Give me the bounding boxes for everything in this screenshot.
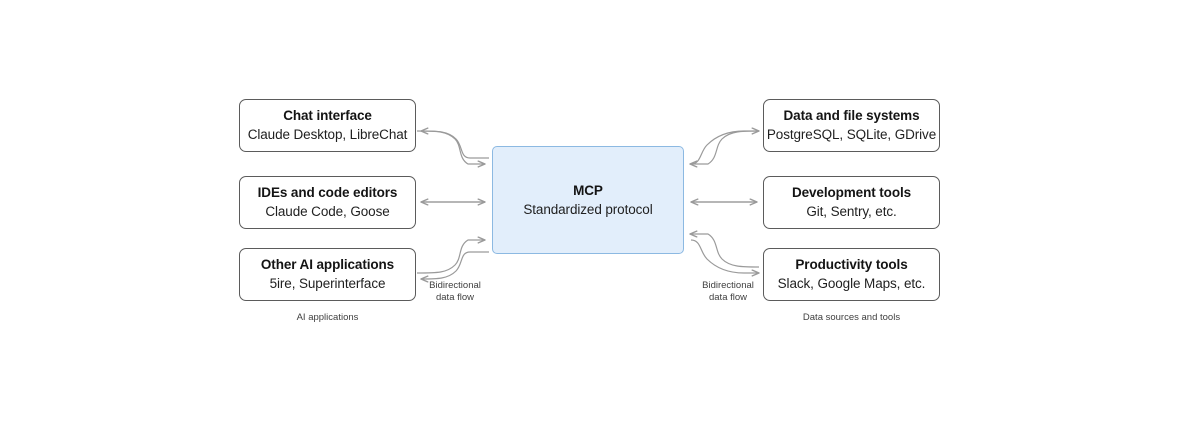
node-development-tools[interactable]: Development tools Git, Sentry, etc. (763, 176, 940, 229)
edge-productivity-to-mcp (689, 230, 760, 268)
flow-label-left: Bidirectional data flow (429, 280, 481, 304)
edge-chat-to-mcp (416, 130, 486, 168)
node-subtitle: Slack, Google Maps, etc. (777, 276, 926, 291)
flow-label-right: Bidirectional data flow (702, 280, 754, 304)
edge-data-to-mcp (689, 130, 760, 168)
node-other-ai-applications[interactable]: Other AI applications 5ire, Superinterfa… (239, 248, 416, 301)
node-subtitle: 5ire, Superinterface (269, 276, 386, 291)
node-productivity-tools[interactable]: Productivity tools Slack, Google Maps, e… (763, 248, 940, 301)
edge-mcp-to-otherai (420, 251, 489, 283)
node-title: Data and file systems (783, 108, 920, 124)
node-subtitle: PostgreSQL, SQLite, GDrive (766, 127, 937, 142)
group-caption-ai-applications: AI applications (296, 312, 359, 323)
node-subtitle: Claude Desktop, LibreChat (247, 127, 408, 142)
node-ides-and-code-editors[interactable]: IDEs and code editors Claude Code, Goose (239, 176, 416, 229)
node-subtitle: Claude Code, Goose (265, 204, 390, 219)
node-title: Chat interface (283, 108, 372, 124)
hub-title: MCP (573, 182, 603, 198)
node-title: IDEs and code editors (257, 185, 398, 201)
edge-mcp-to-chat (420, 127, 489, 159)
node-mcp-hub[interactable]: MCP Standardized protocol (492, 146, 684, 254)
edge-otherai-to-mcp (416, 236, 486, 274)
node-title: Development tools (791, 185, 912, 201)
group-caption-data-sources: Data sources and tools (802, 312, 901, 323)
node-chat-interface[interactable]: Chat interface Claude Desktop, LibreChat (239, 99, 416, 152)
node-data-and-file-systems[interactable]: Data and file systems PostgreSQL, SQLite… (763, 99, 940, 152)
edge-mcp-to-data (690, 127, 760, 165)
node-subtitle: Git, Sentry, etc. (806, 204, 897, 219)
edge-mcp-to-productivity (690, 239, 760, 277)
node-title: Other AI applications (260, 257, 395, 273)
node-title: Productivity tools (795, 257, 908, 273)
hub-subtitle: Standardized protocol (523, 201, 653, 217)
